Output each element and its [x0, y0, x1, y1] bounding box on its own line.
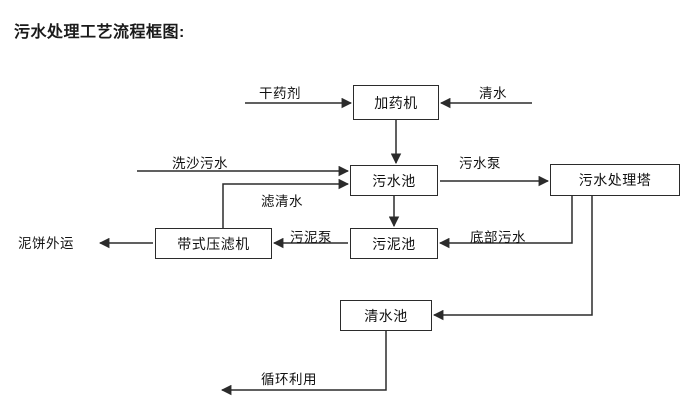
- node-label: 污水处理塔: [578, 172, 652, 188]
- edge-label-clean-water-in: 清水: [479, 86, 507, 101]
- wire-clean-water-pool-to-recycle: [220, 331, 387, 396]
- node-sludge-pool[interactable]: 污泥池: [350, 228, 438, 259]
- edge-label-sewage-pump: 污水泵: [459, 156, 501, 171]
- edge-label-sand-wash-sewage: 洗沙污水: [172, 156, 228, 171]
- wire-filtered-water-to-sewage-pool: [222, 178, 350, 228]
- node-label: 带式压滤机: [177, 235, 250, 252]
- node-label: 加药机: [374, 94, 418, 111]
- node-clean-water-pool[interactable]: 清水池: [340, 300, 432, 331]
- edge-label-sludge-pump: 污泥泵: [290, 230, 332, 245]
- node-sewage-pool[interactable]: 污水池: [350, 165, 438, 196]
- node-label: 污水池: [372, 172, 416, 189]
- edge-label-filtered-water: 滤清水: [261, 194, 303, 209]
- node-label: 污泥池: [372, 235, 416, 252]
- node-treatment-tower[interactable]: 污水处理塔: [550, 164, 680, 196]
- node-belt-filter-press[interactable]: 带式压滤机: [155, 228, 272, 259]
- edge-label-dry-reagent: 干药剂: [259, 86, 301, 101]
- page-title: 污水处理工艺流程框图:: [14, 24, 185, 41]
- node-label: 清水池: [364, 307, 408, 324]
- edge-label-recycle-use: 循环利用: [261, 372, 317, 387]
- wire-tower-to-clean-water-pool: [432, 196, 593, 321]
- node-dosing-machine[interactable]: 加药机: [353, 85, 439, 120]
- terminal-label-mud-cake-out: 泥饼外运: [18, 236, 74, 251]
- edge-label-bottom-sewage: 底部污水: [470, 230, 526, 245]
- wire-tower-bottom-to-sludge-pool: [438, 196, 573, 249]
